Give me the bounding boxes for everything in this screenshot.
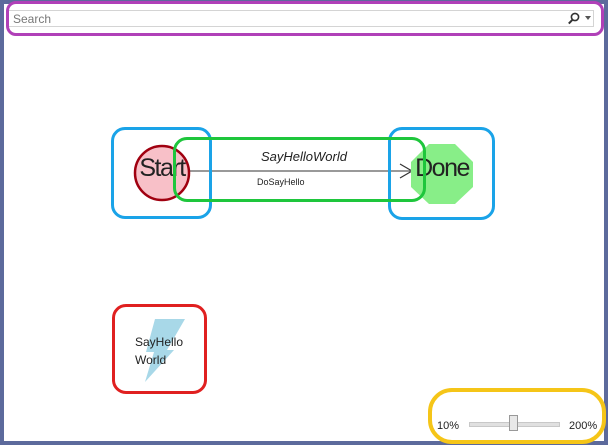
- activity-highlight: [112, 304, 207, 394]
- done-state[interactable]: [411, 144, 473, 204]
- activity-label-line2: World: [135, 353, 167, 367]
- start-state-highlight: [111, 127, 212, 219]
- zoom-highlight: [428, 388, 606, 444]
- zoom-min-label: 10%: [437, 420, 460, 432]
- search-bar: [8, 10, 594, 27]
- done-state-highlight: [388, 127, 495, 220]
- search-icon[interactable]: [567, 11, 581, 26]
- diagram-canvas: [133, 144, 473, 382]
- search-input[interactable]: [9, 11, 553, 26]
- zoom-slider-thumb[interactable]: [508, 415, 518, 431]
- activity-label-line1: SayHello: [135, 335, 184, 349]
- start-state-label: Start: [139, 154, 186, 182]
- diagram-window: Start Done SayHelloWorld DoSayHello SayH…: [4, 1, 606, 444]
- chevron-down-icon[interactable]: [585, 16, 591, 20]
- zoom-control: 10% 200%: [428, 388, 606, 444]
- zoom-max-label: 200%: [569, 420, 598, 432]
- search-highlight: [6, 1, 604, 36]
- transition-highlight: [173, 137, 426, 202]
- transition-title[interactable]: SayHelloWorld: [261, 149, 347, 164]
- transition-action: DoSayHello: [257, 177, 305, 187]
- lightning-icon: [145, 319, 185, 382]
